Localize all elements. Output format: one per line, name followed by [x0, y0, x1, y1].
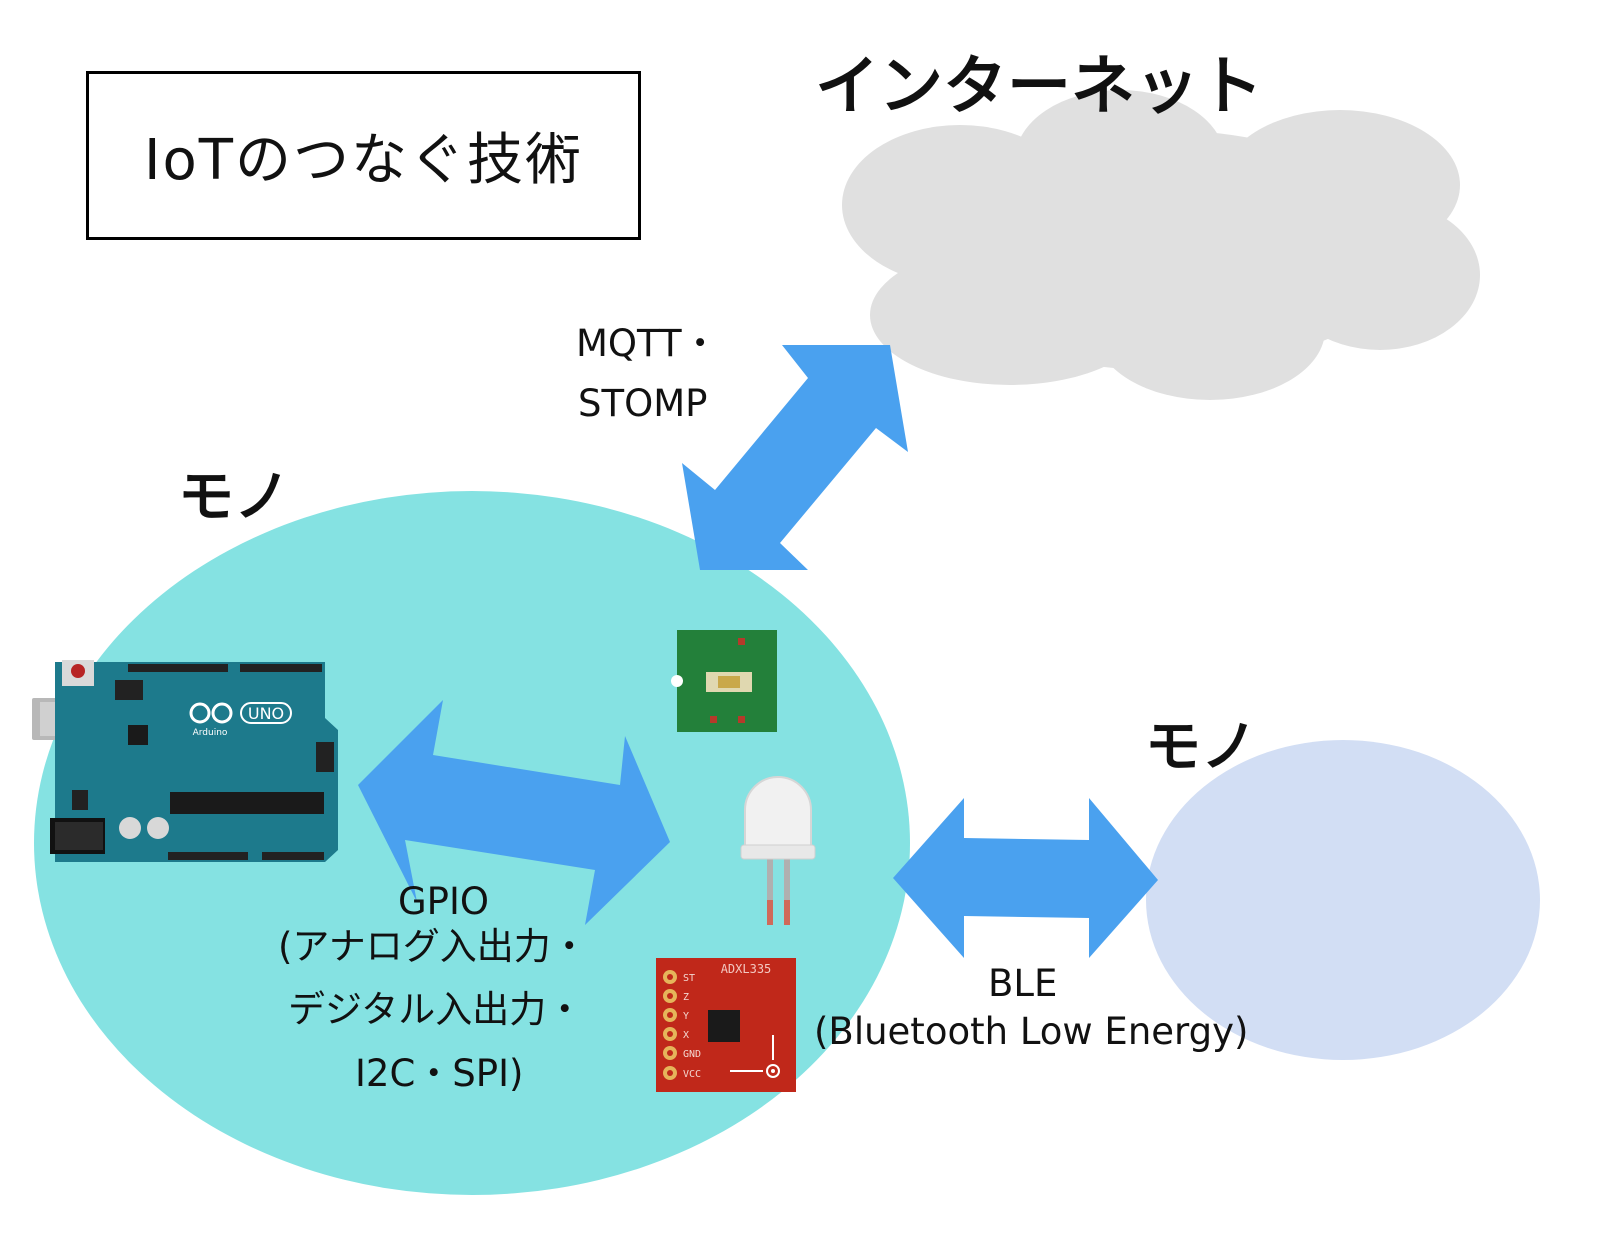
- led-component: [740, 776, 816, 925]
- pin-label: ST: [683, 973, 695, 984]
- gpio-label-3: デジタル入出力・: [288, 988, 584, 1031]
- ble-arrow: [893, 798, 1158, 958]
- ble-label-2: (Bluetooth Low Energy): [814, 1010, 1249, 1053]
- arduino-board: UNO Arduino: [32, 660, 338, 862]
- pin-label: VCC: [683, 1069, 701, 1080]
- arduino-brand-text: Arduino: [193, 728, 228, 738]
- thing-left-heading: モノ: [178, 465, 290, 530]
- arduino-model-text: UNO: [248, 704, 284, 723]
- ble-label-1: BLE: [988, 962, 1058, 1005]
- gpio-label-2: (アナログ入出力・: [278, 925, 588, 968]
- title-box: IoTのつなぐ技術: [86, 71, 641, 240]
- accelerometer-model-text: ADXL335: [721, 962, 772, 976]
- diagram-title: IoTのつなぐ技術: [144, 128, 583, 193]
- thing-right-heading: モノ: [1145, 715, 1257, 780]
- internet-heading: インターネット: [815, 50, 1263, 124]
- gpio-label-1: GPIO: [398, 880, 490, 923]
- light-sensor-board: [671, 630, 777, 732]
- internet-cloud: [842, 90, 1480, 400]
- thing-right-area: [1146, 740, 1540, 1060]
- pin-label: Y: [683, 1011, 689, 1022]
- mqtt-arrow: [682, 345, 908, 570]
- accelerometer-board: ADXL335 ST Z Y X: [656, 958, 796, 1092]
- mqtt-label-1: MQTT・: [576, 322, 719, 365]
- gpio-arrow: [358, 700, 670, 925]
- pin-label: X: [683, 1030, 689, 1041]
- pin-label: Z: [683, 992, 689, 1003]
- mqtt-label-2: STOMP: [578, 382, 708, 425]
- gpio-label-4: I2C・SPI): [355, 1052, 524, 1095]
- pin-label: GND: [683, 1049, 701, 1060]
